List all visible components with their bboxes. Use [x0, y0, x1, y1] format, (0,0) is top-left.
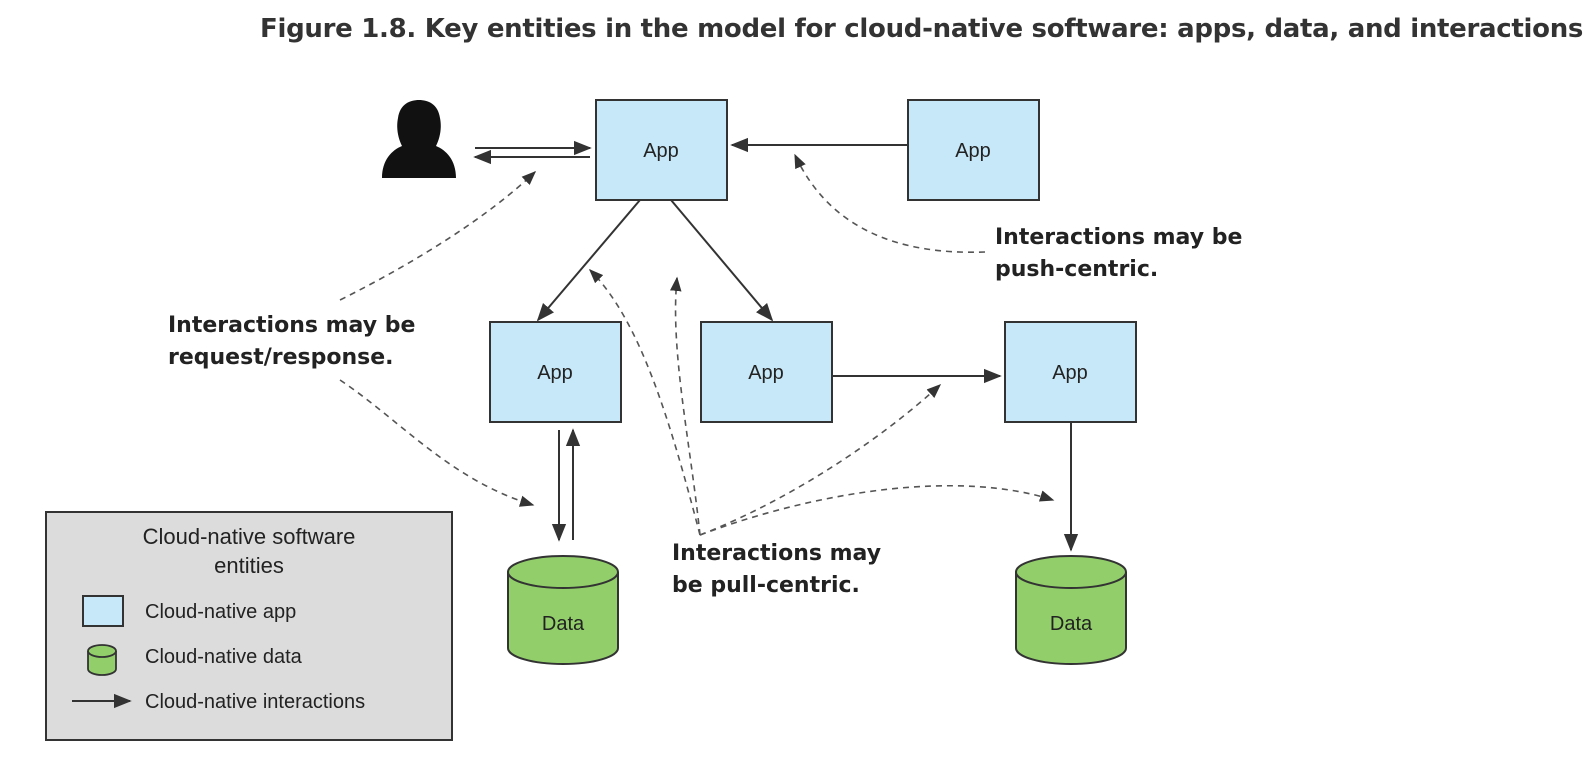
- push-note-line1: Interactions may be: [995, 225, 1242, 250]
- legend-data-label: Cloud-native data: [145, 646, 303, 668]
- pull-note-line2: be pull-centric.: [672, 573, 860, 598]
- data-store-left: Data: [507, 555, 619, 665]
- app-label: App: [537, 362, 573, 384]
- app-box-mid-right: App: [1004, 321, 1137, 423]
- legend-title-line1: Cloud-native software: [143, 524, 356, 549]
- top-to-mid-center-arrow: [670, 199, 774, 322]
- request-note-line1: Interactions may be: [168, 313, 415, 338]
- pull-note-line1: Interactions may: [672, 541, 881, 566]
- figure-caption: Figure 1.8. Key entities in the model fo…: [260, 14, 1583, 44]
- pull-annotation-arrow-4: [699, 485, 1055, 536]
- data-label: Data: [1050, 613, 1093, 635]
- app-box-mid-left: App: [489, 321, 622, 423]
- data-store-right: Data: [1015, 555, 1127, 665]
- app-label: App: [955, 140, 991, 162]
- pull-annotation-arrow-3: [699, 384, 942, 536]
- pull-annotation-arrow-2: [670, 276, 701, 536]
- top-to-mid-left-arrow: [536, 199, 641, 322]
- push-note-line2: push-centric.: [995, 257, 1158, 282]
- request-note-line2: request/response.: [168, 345, 394, 370]
- pull-annotation-arrow-1: [588, 268, 701, 536]
- legend-app-swatch: [82, 595, 124, 627]
- app-label: App: [1052, 362, 1088, 384]
- request-annotation-arrow-down: [339, 379, 535, 507]
- app-box-top-right: App: [907, 99, 1040, 201]
- app-label: App: [643, 140, 679, 162]
- legend: Cloud-native software entities Cloud-nat…: [45, 511, 453, 741]
- legend-app-label: Cloud-native app: [145, 601, 296, 623]
- legend-data-swatch: [87, 644, 117, 676]
- architecture-diagram: App App App App App Data Data: [45, 99, 1242, 741]
- data-label: Data: [542, 613, 585, 635]
- legend-title-line2: entities: [214, 553, 284, 578]
- app-label: App: [748, 362, 784, 384]
- app-box-mid-center: App: [700, 321, 833, 423]
- legend-interaction-label: Cloud-native interactions: [145, 691, 365, 713]
- app-box-top: App: [595, 99, 728, 201]
- request-annotation-arrow-up: [339, 171, 537, 301]
- annotation-arrows: [339, 153, 1055, 536]
- person-silhouette-icon: [382, 100, 456, 178]
